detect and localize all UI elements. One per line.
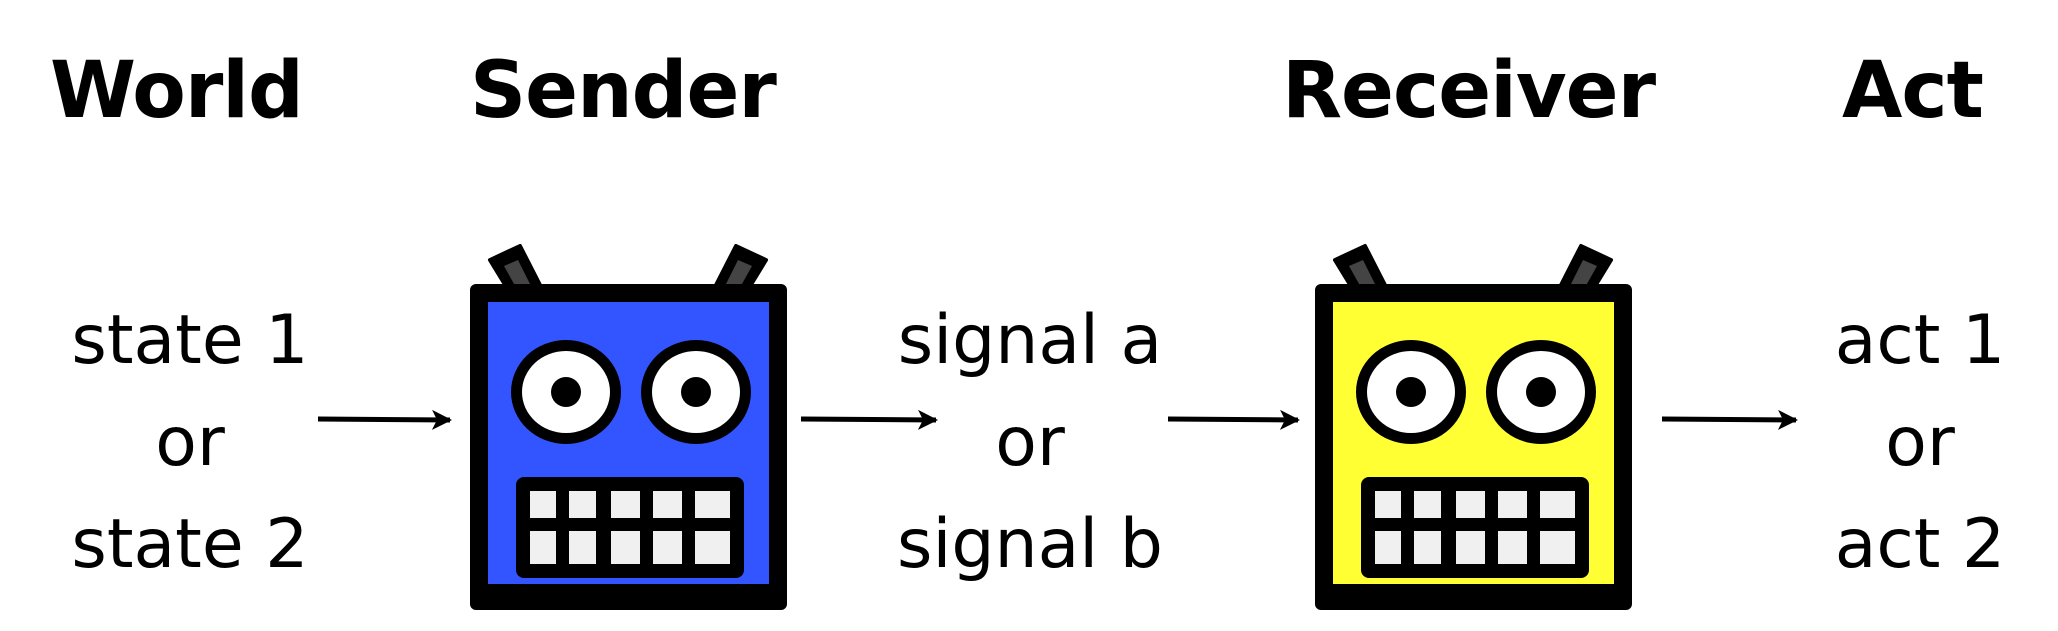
arrow-world-to-sender bbox=[317, 409, 452, 430]
acts: act 1 or act 2 bbox=[1750, 290, 2058, 596]
heading-act: Act bbox=[1842, 46, 1984, 136]
act-option-1: act 1 bbox=[1834, 301, 2006, 380]
arrow-signal-to-receiver bbox=[1167, 409, 1300, 430]
mouth-teeth bbox=[1361, 477, 1589, 578]
heading-receiver: Receiver bbox=[1282, 46, 1656, 136]
heading-sender: Sender bbox=[470, 46, 777, 136]
sender-robot bbox=[470, 244, 787, 610]
or-label: or bbox=[1885, 403, 1955, 482]
eye-right bbox=[641, 340, 751, 444]
signal-option-b: signal b bbox=[897, 505, 1163, 584]
signal-option-a: signal a bbox=[897, 301, 1163, 380]
heading-world: World bbox=[50, 46, 304, 136]
arrow-receiver-to-act bbox=[1661, 409, 1798, 430]
act-option-2: act 2 bbox=[1834, 505, 2006, 584]
signals: signal a or signal b bbox=[860, 290, 1200, 596]
state-option-1: state 1 bbox=[71, 301, 309, 380]
mouth-teeth bbox=[516, 477, 744, 578]
or-label: or bbox=[995, 403, 1065, 482]
eye-right bbox=[1486, 340, 1596, 444]
eye-left bbox=[1356, 340, 1466, 444]
receiver-robot bbox=[1315, 244, 1632, 610]
eye-left bbox=[511, 340, 621, 444]
state-option-2: state 2 bbox=[71, 505, 309, 584]
arrow-sender-to-signal bbox=[800, 409, 938, 430]
or-label: or bbox=[155, 403, 225, 482]
world-states: state 1 or state 2 bbox=[20, 290, 360, 596]
